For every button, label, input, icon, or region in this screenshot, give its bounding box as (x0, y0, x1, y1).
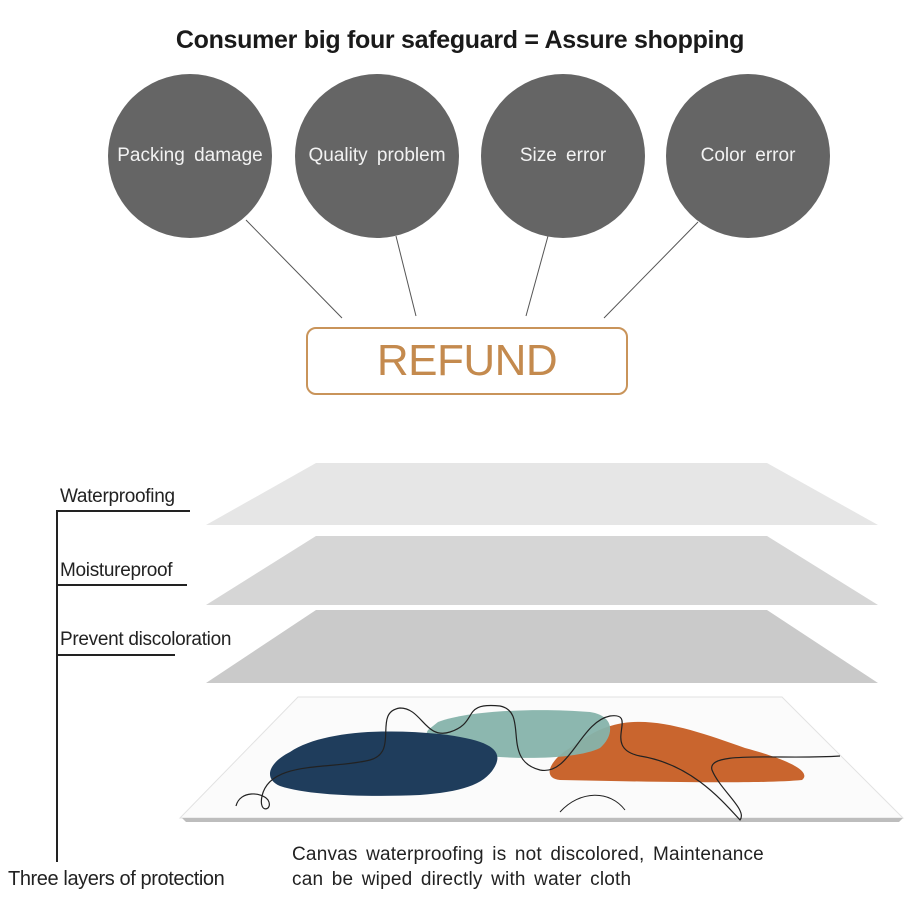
guarantee-label: Packing damage (117, 145, 263, 166)
guarantee-label: Quality problem (308, 145, 446, 166)
layer-label-waterproofing: Waterproofing (60, 486, 175, 507)
guarantee-circle-color-error: Color error (666, 74, 830, 238)
layer-label-moistureproof: Moistureproof (60, 560, 173, 581)
refund-box: REFUND (306, 327, 628, 395)
moistureproof-layer (206, 536, 878, 605)
guarantee-circle-size-error: Size error (481, 74, 645, 238)
orange-shape (549, 721, 805, 783)
line-art (235, 704, 841, 821)
refund-label: REFUND (376, 336, 558, 385)
layer-label-prevent-discoloration: Prevent discoloration (60, 629, 232, 650)
underline (57, 654, 175, 656)
caption: Canvas waterproofing is not discolored, … (292, 842, 764, 892)
discoloration-layer (206, 610, 878, 683)
guarantee-label: Color error (700, 145, 796, 166)
guarantee-label: Size error (519, 145, 607, 166)
underline (57, 584, 187, 586)
caption-line-2: can be wiped directly with water cloth (292, 869, 632, 890)
navy-shape (269, 731, 498, 796)
guarantee-circle-quality-problem: Quality problem (295, 74, 459, 238)
underline (57, 510, 190, 512)
guarantee-circle-packing-damage: Packing damage (108, 74, 272, 238)
bracket-line (56, 510, 58, 862)
page-title: Consumer big four safeguard = Assure sho… (175, 26, 745, 54)
waterproofing-layer (206, 463, 878, 525)
caption-line-1: Canvas waterproofing is not discolored, … (292, 844, 764, 865)
protection-label: Three layers of protection (8, 868, 225, 890)
